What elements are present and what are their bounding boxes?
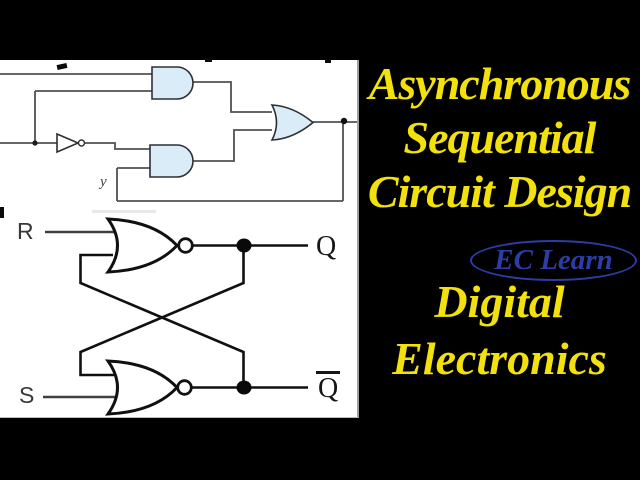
wire-not-to-and2 bbox=[84, 142, 150, 150]
video-subtitle: Digital Electronics bbox=[359, 273, 640, 387]
nor-bottom-bubble bbox=[176, 379, 193, 396]
wire-qbar-crosscouple bbox=[79, 253, 245, 384]
cropped-text-remnant bbox=[0, 207, 4, 218]
and-gate-2 bbox=[149, 144, 194, 178]
wire-and1-to-or bbox=[193, 81, 272, 113]
subtitle-line-1: Digital bbox=[434, 276, 565, 327]
qbar-overbar: Q bbox=[316, 371, 341, 404]
video-title: Asynchronous Sequential Circuit Design bbox=[359, 57, 640, 219]
latch-output-qbar-label: Q bbox=[316, 371, 341, 404]
wire-feedback bbox=[117, 121, 344, 202]
nor-top-bubble bbox=[177, 237, 194, 254]
wire-and2-input2 bbox=[116, 167, 150, 201]
qbar-junction-dot bbox=[236, 380, 252, 395]
channel-badge-label: EC Learn bbox=[494, 244, 613, 276]
title-line-1: Asynchronous bbox=[368, 58, 632, 109]
wire-and2-to-or bbox=[193, 129, 272, 162]
cropped-text-remnant bbox=[92, 210, 156, 213]
and-gate-1 bbox=[151, 66, 194, 100]
nor-gate-bottom bbox=[104, 359, 180, 416]
wire-and1-input2 bbox=[34, 90, 152, 143]
subtitle-line-2: Electronics bbox=[392, 333, 607, 384]
title-line-3: Circuit Design bbox=[367, 166, 632, 217]
latch-output-q-label: Q bbox=[316, 231, 337, 262]
title-panel: Asynchronous Sequential Circuit Design E… bbox=[359, 0, 640, 480]
cropped-text-remnant bbox=[325, 59, 331, 63]
feedback-y-label: y bbox=[100, 174, 107, 190]
cropped-text-remnant bbox=[205, 58, 212, 62]
combinational-wires bbox=[0, 73, 357, 202]
nor-gate-top bbox=[104, 217, 180, 274]
wire-q-crosscouple bbox=[79, 250, 245, 377]
or-gate bbox=[270, 104, 315, 141]
not-gate bbox=[56, 132, 81, 154]
latch-input-r-label: R bbox=[17, 218, 34, 244]
junction-dot bbox=[340, 117, 348, 125]
junction-dot bbox=[32, 140, 38, 146]
q-junction-dot bbox=[236, 238, 252, 253]
latch-input-s-label: S bbox=[19, 382, 35, 408]
title-line-2: Sequential bbox=[403, 112, 597, 163]
channel-badge: EC Learn bbox=[470, 240, 637, 281]
not-gate-bubble bbox=[77, 139, 86, 147]
